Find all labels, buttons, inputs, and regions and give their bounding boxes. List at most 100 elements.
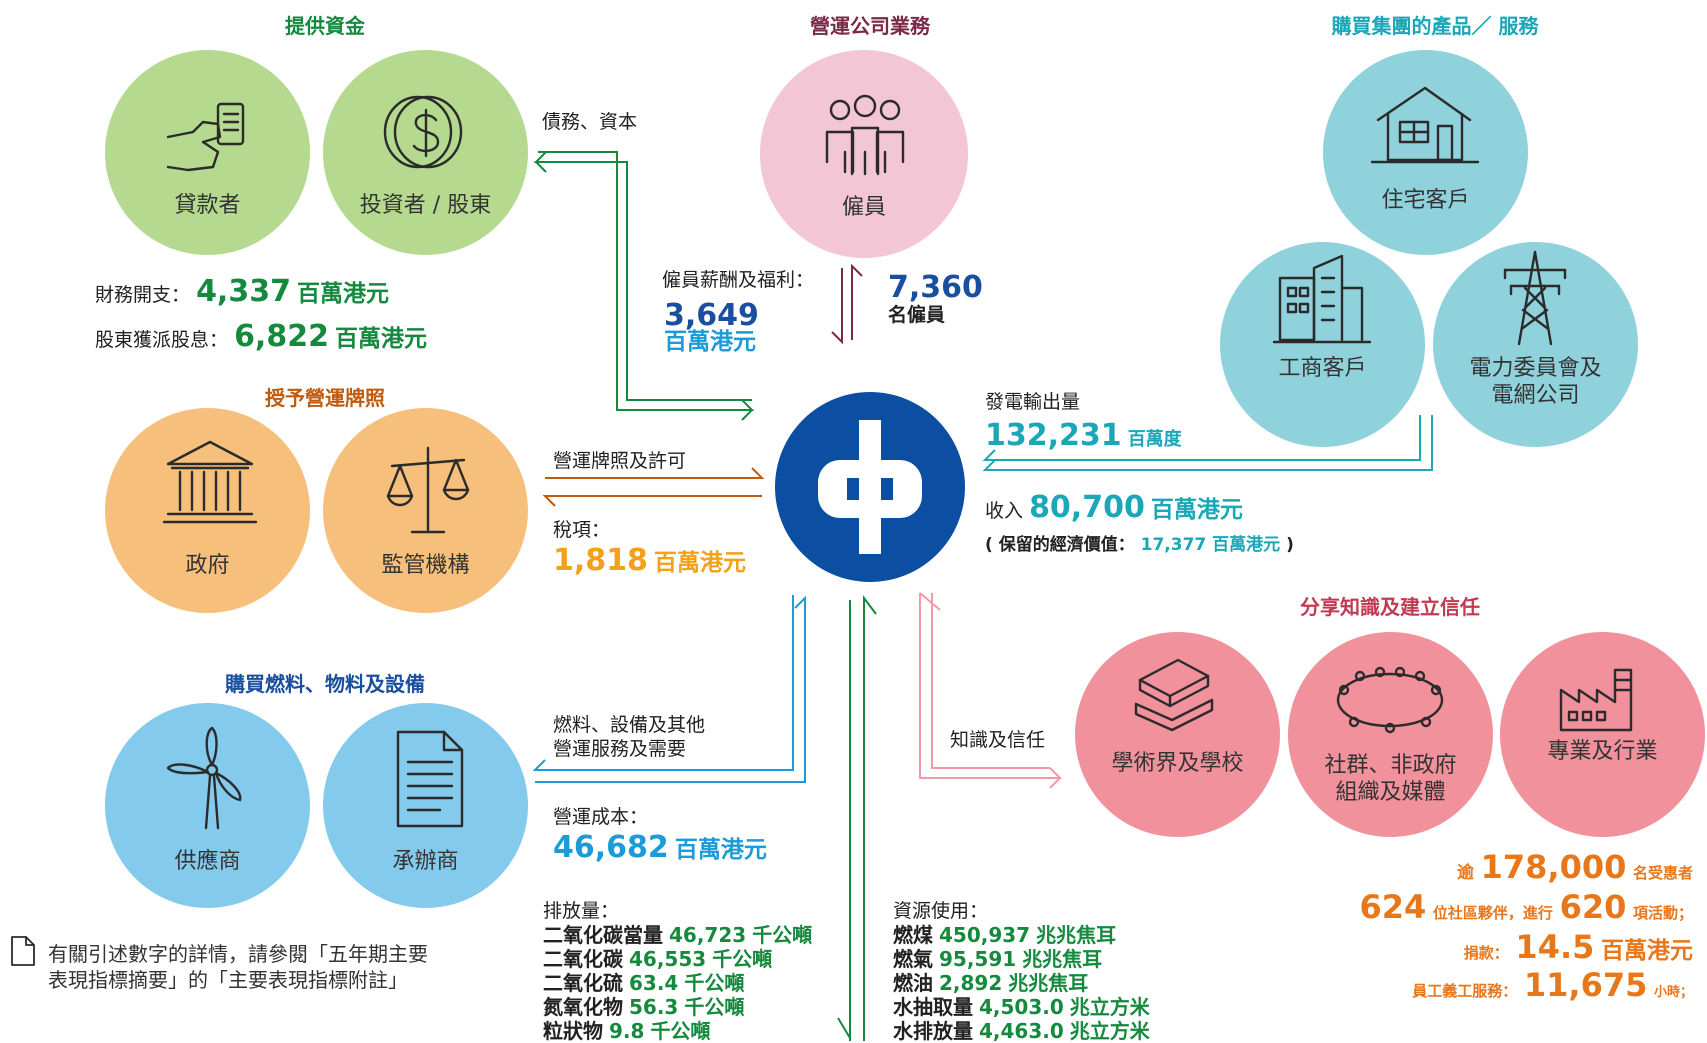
document-note-icon <box>11 936 35 966</box>
output: 132,231 百萬度 <box>985 418 1182 458</box>
emission-value: 63.4 <box>629 971 679 995</box>
knowledge-label: 知識及信任 <box>950 729 1046 751</box>
people-group-icon <box>825 94 905 176</box>
resource-value: 4,503.0 <box>979 995 1064 1019</box>
emission-value: 9.8 <box>609 1019 645 1043</box>
output-label: 發電輸出量 <box>985 391 1081 413</box>
heading-license: 授予營運牌照 <box>265 386 385 410</box>
emission-name: 二氧化硫 <box>543 971 623 995</box>
volunteer-value: 11,675 <box>1523 966 1648 1004</box>
heading-purchase: 購買集團的產品／ 服務 <box>1331 14 1539 38</box>
permit-label: 營運牌照及許可 <box>553 450 687 472</box>
heading-knowledge: 分享知識及建立信任 <box>1300 595 1480 619</box>
resource-value: 450,937 <box>939 923 1031 947</box>
community-label-line1: 社群、非政府 <box>1324 753 1457 778</box>
fuel-arrow-out <box>532 595 794 771</box>
tax-value: 1,818 <box>553 543 648 578</box>
resource-name: 燃煤 <box>893 923 933 947</box>
output-value: 132,231 <box>985 418 1122 453</box>
resource-value: 4,463.0 <box>979 1019 1064 1043</box>
resource-value: 2,892 <box>939 971 1003 995</box>
output-unit: 百萬度 <box>1127 429 1182 450</box>
tax: 1,818 百萬港元 <box>553 543 746 582</box>
fuel-cost-label: 營運成本： <box>553 806 649 828</box>
community-circle-icon <box>1336 666 1444 734</box>
residential-label: 住宅客戶 <box>1381 188 1470 213</box>
suppliers-label: 供應商 <box>174 849 241 874</box>
retained-open: ( 保留的經濟價值： <box>985 535 1135 555</box>
debt-capital-arrow <box>533 151 752 401</box>
resource-name: 水排放量 <box>893 1019 973 1043</box>
donation-unit: 百萬港元 <box>1601 938 1693 964</box>
retained-close: ) <box>1286 535 1294 555</box>
tax-label: 稅項： <box>553 519 611 541</box>
donation-label: 捐款： <box>1463 944 1509 962</box>
partners-text: 位社區夥伴，進行 <box>1432 904 1553 922</box>
resource-value: 95,591 <box>939 947 1017 971</box>
resource-name: 燃氣 <box>893 947 933 971</box>
professional-circle <box>1500 632 1705 837</box>
power-tower-icon <box>1503 250 1567 346</box>
knowledge-arrow-inner <box>931 593 1050 769</box>
license-arrow-right <box>545 467 765 479</box>
regulators-circle <box>323 408 528 613</box>
retained-value-line: ( 保留的經濟價值： 17,377 百萬港元 ) <box>985 533 1294 557</box>
finance-cost-unit: 百萬港元 <box>297 281 390 307</box>
emission-unit: 千公噸 <box>684 995 745 1019</box>
employee-up-arrow <box>831 268 843 345</box>
emission-name: 氮氧化物 <box>543 995 623 1019</box>
emission-unit: 千公噸 <box>684 971 745 995</box>
finance-cost-label: 財務開支： <box>95 284 191 306</box>
wind-turbine-icon <box>166 726 242 830</box>
knowledge-arrow-top <box>919 592 941 611</box>
dividend: 股東獲派股息： 6,822 百萬港元 <box>95 322 427 352</box>
money-hand-icon <box>166 102 245 172</box>
dividend-label: 股東獲派股息： <box>95 329 229 351</box>
lenders-label: 貸款者 <box>174 193 241 218</box>
scales-icon <box>386 446 470 534</box>
activities-value: 620 <box>1559 888 1627 926</box>
license-arrow-left <box>542 495 762 507</box>
tax-unit: 百萬港元 <box>653 550 746 576</box>
fuel-cost: 46,682 百萬港元 <box>553 830 767 869</box>
resource-unit: 兆立方米 <box>1069 995 1150 1019</box>
resource-unit: 兆立方米 <box>1069 1019 1150 1043</box>
commercial-label: 工商客戶 <box>1278 356 1367 381</box>
heading-funding: 提供資金 <box>285 14 365 38</box>
employee-comp-value: 3,649 <box>664 298 759 333</box>
resource-unit: 兆兆焦耳 <box>1008 971 1089 995</box>
resource-name: 燃油 <box>893 971 933 995</box>
employee-comp-unit: 百萬港元 <box>664 329 756 355</box>
employee-count-value: 7,360 <box>888 270 983 305</box>
professional-label: 專業及行業 <box>1547 739 1658 764</box>
academia-label: 學術界及學校 <box>1111 751 1244 776</box>
employee-down-arrow <box>851 263 863 340</box>
finance-cost-value: 4,337 <box>196 274 291 309</box>
retained-unit: 百萬港元 <box>1212 535 1281 555</box>
books-icon <box>1134 658 1214 732</box>
revenue-unit: 百萬港元 <box>1150 497 1243 523</box>
office-buildings-icon <box>1272 254 1372 344</box>
retained-value: 17,377 <box>1140 535 1207 555</box>
emission-value: 46,723 <box>669 923 747 947</box>
investors-label: 投資者 / 股東 <box>359 193 492 218</box>
knowledge-arrow <box>919 593 1063 789</box>
government-building-icon <box>162 440 258 524</box>
emission-name: 二氧化碳 <box>543 947 623 971</box>
power-grid-circle <box>1433 242 1638 447</box>
partners-line: 624 位社區夥伴，進行 620 項活動； <box>1360 888 1694 932</box>
heading-operations: 營運公司業務 <box>810 14 930 38</box>
resource-unit: 兆兆焦耳 <box>1022 947 1103 971</box>
fuel-desc-line1: 燃料、設備及其他 <box>553 714 706 736</box>
fuel-arrow-in <box>535 595 806 783</box>
funding-return-arrow <box>538 151 755 421</box>
emission-value: 56.3 <box>629 995 679 1019</box>
employees-label: 僱員 <box>841 195 886 220</box>
resource-unit: 兆兆焦耳 <box>1036 923 1117 947</box>
